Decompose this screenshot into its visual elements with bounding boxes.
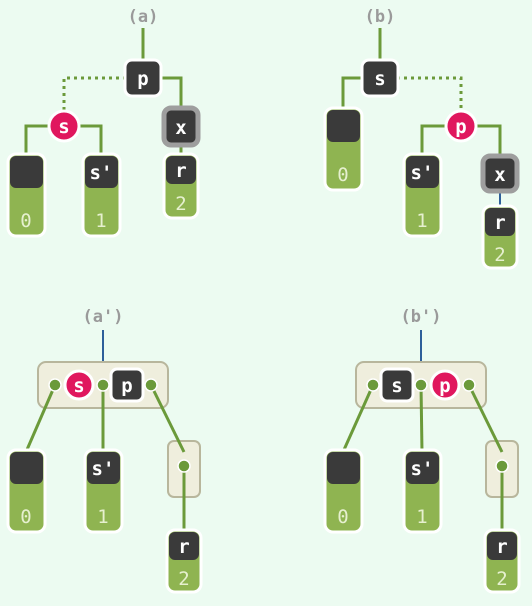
leaf-a2-1: 0 (6, 448, 47, 534)
edge-b-p-left (420, 124, 447, 155)
edge-a-p-s-dotted (62, 76, 126, 112)
leaf-a-3: r 2 (162, 152, 200, 220)
svg-text:p: p (455, 116, 466, 138)
caption-b-prime: (b') (401, 307, 442, 327)
leaf-a-1: 0 (6, 152, 47, 238)
edge-b2-3 (467, 384, 504, 453)
svg-text:p: p (121, 375, 132, 397)
label-b-sprime: s' (411, 162, 434, 184)
svg-text:x: x (494, 164, 505, 186)
node-a-x: x (161, 105, 201, 148)
svg-text:p: p (137, 68, 148, 90)
svg-text:s: s (391, 375, 402, 397)
value-a-2: 1 (95, 210, 106, 232)
node-b-p: p (444, 109, 478, 143)
value-b2-3: 2 (496, 568, 507, 590)
leaf-b-1: 0 (323, 106, 364, 192)
diagram-b: (b) 0 s' 1 r 2 s (323, 7, 520, 270)
value-b2-2: 1 (416, 506, 427, 528)
node-b-s: s (360, 58, 400, 98)
edge-b-s-left (341, 76, 363, 110)
leaf-a-2: s' 1 (81, 152, 122, 238)
diagram-a: (a) 0 s' 1 r 2 p (6, 7, 201, 238)
value-b-1: 0 (337, 164, 348, 186)
label-a2-r: r (178, 536, 189, 558)
svg-text:s: s (374, 68, 385, 90)
edge-b-s-p-dotted (397, 76, 463, 112)
leaf-b2-1: 0 (323, 448, 364, 534)
pointer-dot (48, 378, 62, 392)
edge-b2-1 (341, 384, 375, 453)
leaf-b2-3: r 2 (483, 528, 521, 594)
label-b2-r: r (496, 536, 507, 558)
leaf-b-2: s' 1 (402, 152, 443, 238)
node-a2-p: p (109, 367, 145, 403)
value-a-3: 2 (175, 193, 186, 215)
pointer-dot (495, 459, 509, 473)
edge-a-s-right (78, 124, 103, 155)
leaf-b2-2: s' 1 (402, 448, 443, 534)
caption-b: (b) (365, 7, 396, 27)
value-b2-1: 0 (337, 506, 348, 528)
node-b2-s: s (379, 367, 415, 403)
leaf-a2-3: r 2 (165, 528, 203, 594)
edge-a-s-left (24, 124, 50, 155)
pointer-dot (177, 459, 191, 473)
edge-a2-3 (149, 384, 186, 453)
value-b-2: 1 (416, 210, 427, 232)
node-a2-s: s (63, 369, 95, 401)
value-a2-1: 0 (20, 506, 31, 528)
edge-b2-2 (419, 384, 424, 453)
pointer-dot (144, 378, 158, 392)
leaf-a2-2: s' 1 (83, 448, 124, 534)
edge-a2-1 (24, 384, 57, 453)
value-b-3: 2 (494, 244, 505, 266)
caption-a: (a) (128, 7, 159, 27)
svg-text:s: s (58, 116, 69, 138)
edge-a-p-x (160, 76, 183, 110)
label-a-r: r (175, 160, 186, 182)
node-b2-p: p (429, 369, 461, 401)
node-a-p: p (123, 58, 163, 98)
node-a-s: s (47, 109, 81, 143)
diagram-a-prime: (a') s p 0 s' 1 (6, 307, 203, 594)
svg-text:p: p (439, 375, 450, 397)
pointer-dot (96, 378, 110, 392)
node-b-x: x (480, 153, 520, 194)
svg-text:s: s (73, 375, 84, 397)
diagram-b-prime: (b') s p 0 s' 1 r (323, 307, 521, 594)
value-a2-3: 2 (178, 568, 189, 590)
svg-text:x: x (175, 117, 186, 139)
label-a2-sprime: s' (92, 458, 115, 480)
leaf-b-3: r 2 (481, 204, 519, 270)
pointer-dot (414, 378, 428, 392)
pointer-dot (462, 378, 476, 392)
edge-b-p-right (475, 124, 502, 158)
value-a-1: 0 (20, 210, 31, 232)
value-a2-2: 1 (97, 506, 108, 528)
label-a-sprime: s' (90, 162, 113, 184)
label-b2-sprime: s' (411, 458, 434, 480)
label-b-r: r (494, 212, 505, 234)
caption-a-prime: (a') (83, 307, 124, 327)
pointer-dot (366, 378, 380, 392)
